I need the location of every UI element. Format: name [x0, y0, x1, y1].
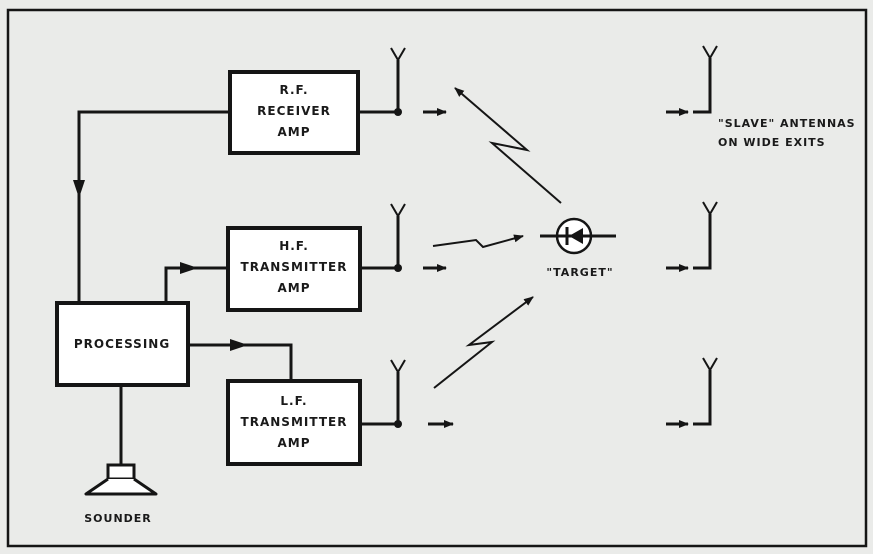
- lf-transmitter-amp-block: L.F. TRANSMITTER AMP: [226, 379, 362, 466]
- rf-receiver-amp-block: R.F. RECEIVER AMP: [228, 70, 360, 155]
- hf-transmitter-label-line1: H.F.: [279, 239, 309, 253]
- junction-dot: [394, 420, 402, 428]
- processing-block: PROCESSING: [55, 301, 190, 387]
- hf-signal-zigzag: [432, 234, 524, 249]
- right-arrow-icon: [230, 339, 248, 351]
- lf-transmitter-amp-box: [226, 379, 362, 466]
- slave-antenna-mast: [693, 214, 712, 270]
- antenna-icon: [390, 47, 406, 62]
- return-signal-zigzag: [454, 87, 562, 204]
- slave-antenna-icon: [702, 45, 718, 60]
- hf-transmitter-amp-block: H.F. TRANSMITTER AMP: [226, 226, 362, 312]
- lf-transmitter-label-line1: L.F.: [280, 394, 307, 408]
- junction-dot: [394, 264, 402, 272]
- processing-to-hf-line: [164, 266, 228, 303]
- hf-transmitter-amp-box: [226, 226, 362, 312]
- antenna-icon: [390, 359, 406, 374]
- sounder-label: SOUNDER: [84, 512, 152, 525]
- lf-transmitter-label-line3: AMP: [277, 436, 310, 450]
- down-arrow-icon: [73, 180, 85, 198]
- hf-transmitter-label-line3: AMP: [277, 281, 310, 295]
- rf-to-processing-line: [77, 110, 230, 303]
- slave-antenna-mast: [693, 58, 712, 114]
- rf-receiver-label-line3: AMP: [277, 125, 310, 139]
- hf-transmitter-label-line2: TRANSMITTER: [241, 260, 348, 274]
- processing-to-lf-line: [188, 343, 293, 381]
- lf-signal-zigzag: [433, 296, 534, 389]
- slave-antennas-label-line1: "SLAVE" ANTENNAS: [718, 117, 856, 130]
- rf-receiver-label-line1: R.F.: [279, 83, 308, 97]
- slave-antennas-label-line2: ON WIDE EXITS: [718, 136, 826, 149]
- sounder-speaker-icon: [84, 463, 158, 496]
- junction-dot: [394, 108, 402, 116]
- diagram-border: [6, 8, 868, 548]
- slave-antenna-mast: [693, 370, 712, 426]
- rf-receiver-label-line2: RECEIVER: [257, 104, 331, 118]
- slave-antenna-icon: [702, 201, 718, 216]
- target-diode-icon: [540, 217, 616, 255]
- processing-label: PROCESSING: [74, 337, 170, 351]
- right-arrow-icon: [180, 262, 198, 274]
- antenna-icon: [390, 203, 406, 218]
- target-label: "TARGET": [546, 266, 613, 279]
- slave-antenna-icon: [702, 357, 718, 372]
- lf-transmitter-label-line2: TRANSMITTER: [241, 415, 348, 429]
